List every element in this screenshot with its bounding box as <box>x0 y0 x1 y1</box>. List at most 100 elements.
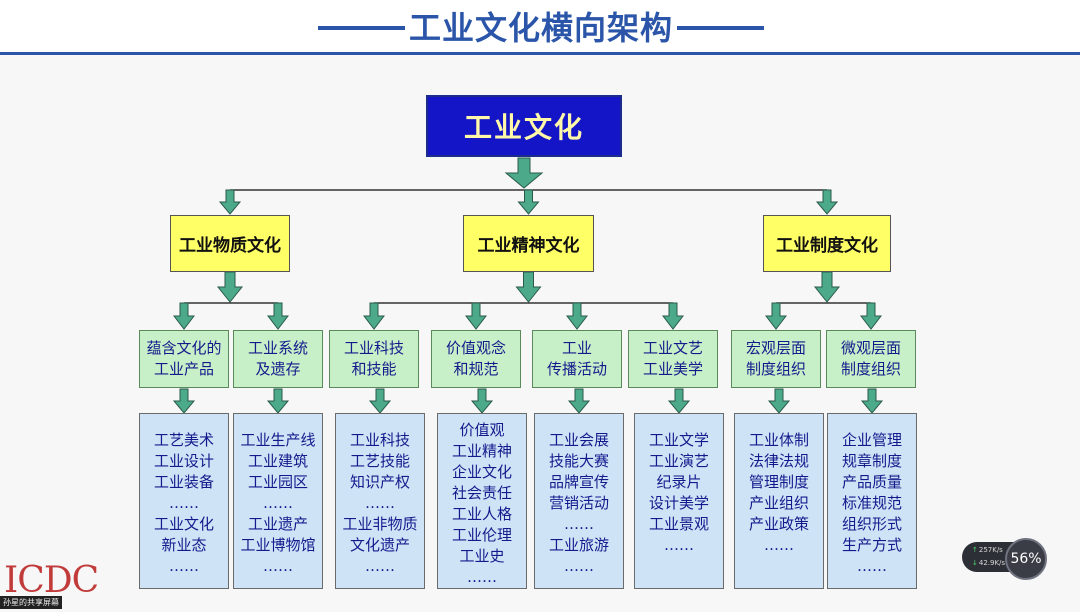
level3-line: …… <box>564 557 594 575</box>
level3-node: 工业文学工业演艺纪录片设计美学工业景观…… <box>634 413 724 589</box>
level2-node: 宏观层面制度组织 <box>731 330 821 388</box>
level3-line: 企业文化 <box>451 463 512 481</box>
level3-line: 文化遗产 <box>349 536 410 554</box>
level2-line: 蕴含文化的 <box>146 339 222 357</box>
level3-line: 工业景观 <box>648 515 709 533</box>
level3-line: …… <box>365 557 395 575</box>
level1-node: 工业制度文化 <box>763 215 891 272</box>
down-arrow-icon <box>767 388 791 414</box>
down-arrow-icon <box>266 302 290 330</box>
level3-line: 产品质量 <box>841 473 902 491</box>
level3-line: 工业精神 <box>451 442 512 460</box>
down-arrow-icon <box>764 302 788 330</box>
level3-line: 生产方式 <box>841 536 902 554</box>
cpu-usage-indicator: 56% <box>1005 538 1047 580</box>
level3-line: 工业遗产 <box>247 515 308 533</box>
level2-node-lines: 工业传播活动 <box>547 338 607 380</box>
level3-line: 价值观 <box>459 421 505 439</box>
download-speed: 42.9K/s <box>972 559 1005 567</box>
down-arrow-icon <box>368 388 392 414</box>
level3-line: 工业文学 <box>648 431 709 449</box>
level2-line: 价值观念 <box>445 339 506 357</box>
level2-line: 工业产品 <box>153 360 214 378</box>
level3-line: 工业博物馆 <box>240 536 316 554</box>
level2-line: 微观层面 <box>840 339 901 357</box>
screen-share-label: 孙星的共享屏幕 <box>0 596 62 609</box>
level3-line: 工业文化 <box>153 515 214 533</box>
level2-node-lines: 价值观念和规范 <box>446 338 506 380</box>
level3-line: 工业演艺 <box>648 452 709 470</box>
level2-node-lines: 工业系统及遗存 <box>248 338 308 380</box>
level3-node: 工艺美术工业设计工业装备 …… 工业文化新业态 …… <box>139 413 229 589</box>
down-arrow-icon <box>218 189 242 215</box>
level3-line: 产业政策 <box>748 515 809 533</box>
root-node: 工业文化 <box>426 95 622 157</box>
title-group: 工业文化横向架构 <box>318 4 765 48</box>
level3-line: …… <box>365 494 395 512</box>
down-arrow-icon <box>216 271 244 303</box>
level1-node: 工业物质文化 <box>170 215 290 272</box>
level2-node: 工业系统及遗存 <box>233 330 323 388</box>
level3-line: 工业旅游 <box>548 536 609 554</box>
level3-line: 产业组织 <box>748 494 809 512</box>
level2-line: 和技能 <box>351 360 397 378</box>
level3-line: 品牌宣传 <box>548 473 609 491</box>
level3-line: …… <box>169 494 199 512</box>
page-title: 工业文化横向架构 <box>409 9 674 47</box>
down-arrow-icon <box>464 302 488 330</box>
level2-node-lines: 蕴含文化的工业产品 <box>146 338 221 380</box>
level3-line: 纪录片 <box>656 473 702 491</box>
upload-speed: 257K/s <box>972 546 1003 554</box>
level2-line: 工业文艺 <box>642 339 703 357</box>
level3-line: …… <box>169 557 199 575</box>
level3-line: 企业管理 <box>841 431 902 449</box>
level2-line: 宏观层面 <box>745 339 806 357</box>
level3-node: 企业管理规章制度产品质量标准规范组织形式生产方式…… <box>827 413 917 589</box>
level3-line: 社会责任 <box>451 484 512 502</box>
level2-line: 工业系统 <box>247 339 308 357</box>
level3-line: 新业态 <box>161 536 207 554</box>
level3-line: …… <box>764 536 794 554</box>
level3-line: 工艺美术 <box>153 431 214 449</box>
level2-node: 蕴含文化的工业产品 <box>139 330 229 388</box>
down-arrow-icon <box>815 189 839 215</box>
level2-line: 工业美学 <box>642 360 703 378</box>
level2-node-lines: 微观层面制度组织 <box>841 338 901 380</box>
title-bar: 工业文化横向架构 <box>0 0 1080 55</box>
level3-line: 标准规范 <box>841 494 902 512</box>
level2-line: 传播活动 <box>546 360 607 378</box>
level2-line: 和规范 <box>453 360 499 378</box>
down-arrow-icon <box>567 388 591 414</box>
level2-node: 工业传播活动 <box>532 330 622 388</box>
down-arrow-icon <box>860 388 884 414</box>
down-arrow-icon <box>565 302 589 330</box>
down-arrow-icon <box>859 302 883 330</box>
down-arrow-icon <box>667 388 691 414</box>
level3-line: 知识产权 <box>349 473 410 491</box>
level2-node-lines: 宏观层面制度组织 <box>746 338 806 380</box>
level3-line: …… <box>857 557 887 575</box>
level2-line: 工业科技 <box>343 339 404 357</box>
level3-line: 管理制度 <box>748 473 809 491</box>
down-arrow-icon <box>266 388 290 414</box>
level3-line: 工业生产线 <box>240 431 316 449</box>
level3-line: 工业设计 <box>153 452 214 470</box>
down-arrow-icon <box>661 302 685 330</box>
level2-node: 微观层面制度组织 <box>826 330 916 388</box>
level3-line: …… <box>263 494 293 512</box>
level2-node-lines: 工业文艺工业美学 <box>643 338 703 380</box>
icdc-logo: ICDC <box>4 560 99 601</box>
level3-line: 工业装备 <box>153 473 214 491</box>
level3-line: 工艺技能 <box>349 452 410 470</box>
down-arrow-icon <box>515 271 542 303</box>
level3-node: 工业体制法律法规管理制度产业组织产业政策…… <box>734 413 824 589</box>
level3-line: 工业体制 <box>748 431 809 449</box>
level3-node: 工业会展技能大赛品牌宣传营销活动……工业旅游…… <box>534 413 624 589</box>
level2-line: 制度组织 <box>840 360 901 378</box>
level3-line: 工业伦理 <box>451 526 512 544</box>
level2-node: 工业文艺工业美学 <box>628 330 718 388</box>
down-arrow-icon <box>362 302 386 330</box>
level3-line: 营销活动 <box>548 494 609 512</box>
level2-node: 工业科技和技能 <box>329 330 419 388</box>
